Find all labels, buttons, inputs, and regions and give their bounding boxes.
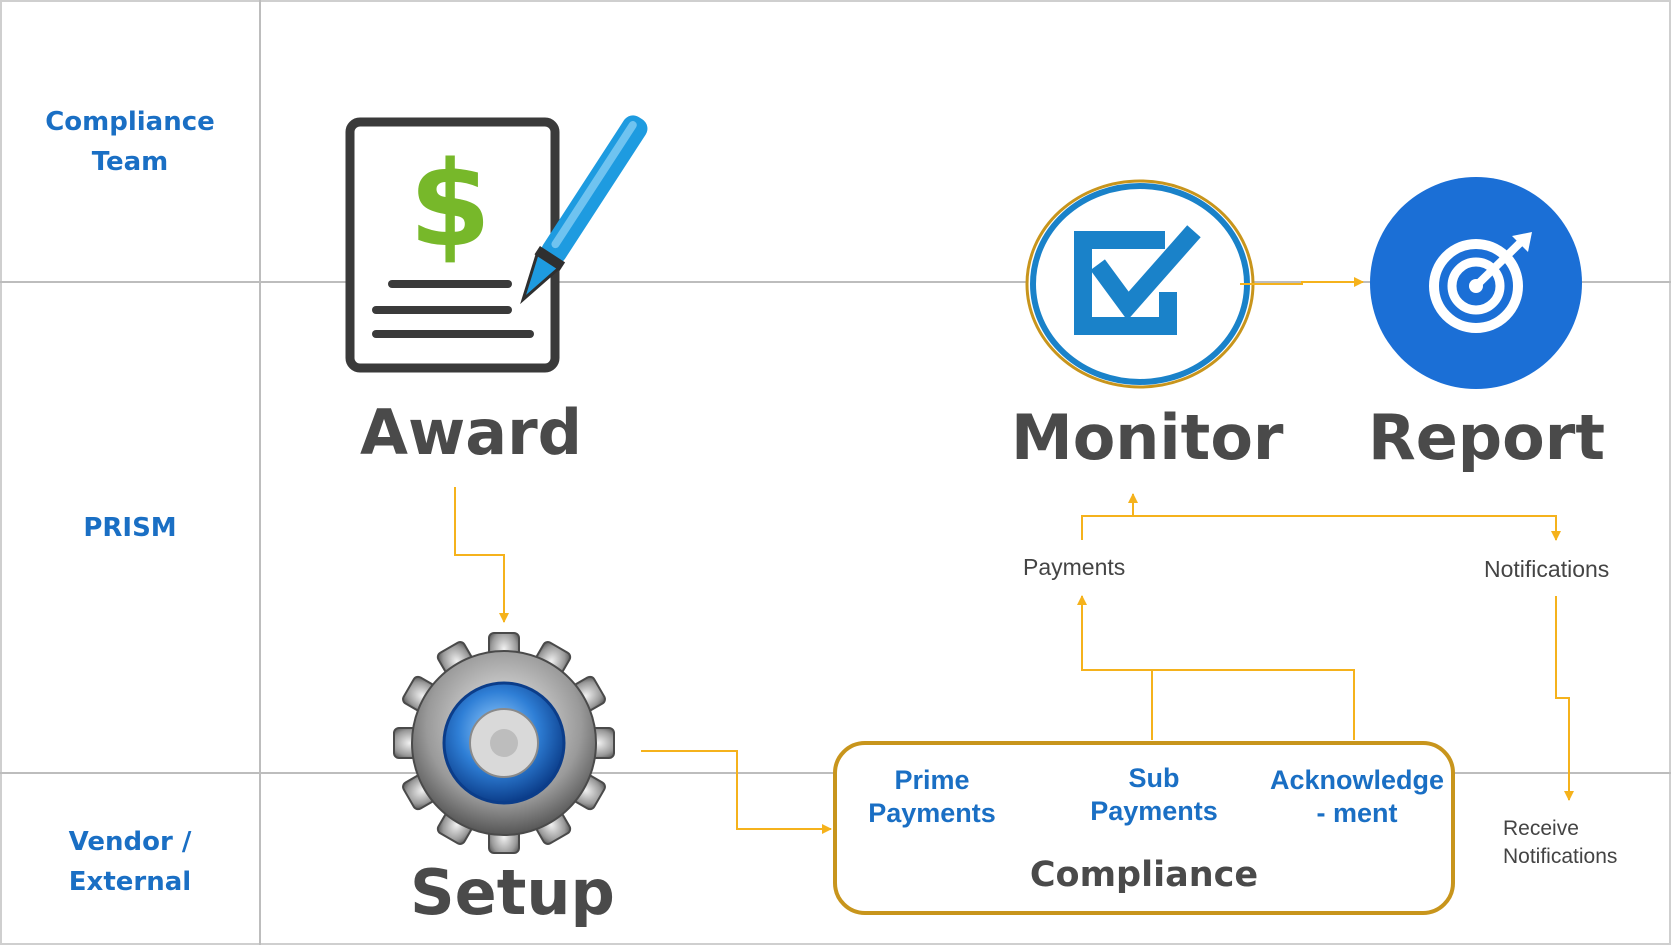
arrow-setup-to-compliance (641, 750, 832, 834)
label-notifications: Notifications (1484, 556, 1610, 582)
step-title-monitor: Monitor (1011, 401, 1284, 474)
step-title-award: Award (360, 396, 583, 469)
arrow-sub-payments-to-payments (1077, 595, 1153, 740)
lane-label-prism: PRISM (83, 513, 177, 543)
compliance-item-sub-payments: Sub Payments (1090, 763, 1218, 826)
lane-label-vendor-external: Vendor / External (68, 827, 192, 897)
compliance-box: Prime Payments Sub Payments Acknowledge … (833, 741, 1455, 915)
lane-label-compliance-team: Compliance Team (45, 107, 215, 177)
compliance-item-prime-payments: Prime Payments (868, 765, 996, 828)
arrow-acknowledgement-to-payments (1082, 669, 1355, 740)
target-bullseye-icon (1429, 232, 1532, 333)
label-payments: Payments (1023, 554, 1126, 580)
arrow-monitor-to-report (1240, 277, 1364, 287)
pen-icon (520, 115, 648, 305)
step-title-setup: Setup (410, 856, 615, 929)
step-title-report: Report (1368, 401, 1605, 474)
arrow-notifications-to-receive (1555, 596, 1574, 801)
arrow-to-notifications (1133, 515, 1561, 541)
arrow-award-to-setup (454, 487, 509, 623)
compliance-title: Compliance (1029, 855, 1259, 895)
label-receive-notifications: Receive Notifications (1503, 817, 1618, 868)
arrow-payments-to-monitor (1081, 493, 1138, 540)
gear-icon (393, 632, 615, 854)
checkbox-check-icon (1074, 225, 1201, 335)
compliance-item-acknowledgement: Acknowledge - ment (1269, 765, 1445, 828)
dollar-icon: $ (409, 135, 491, 273)
